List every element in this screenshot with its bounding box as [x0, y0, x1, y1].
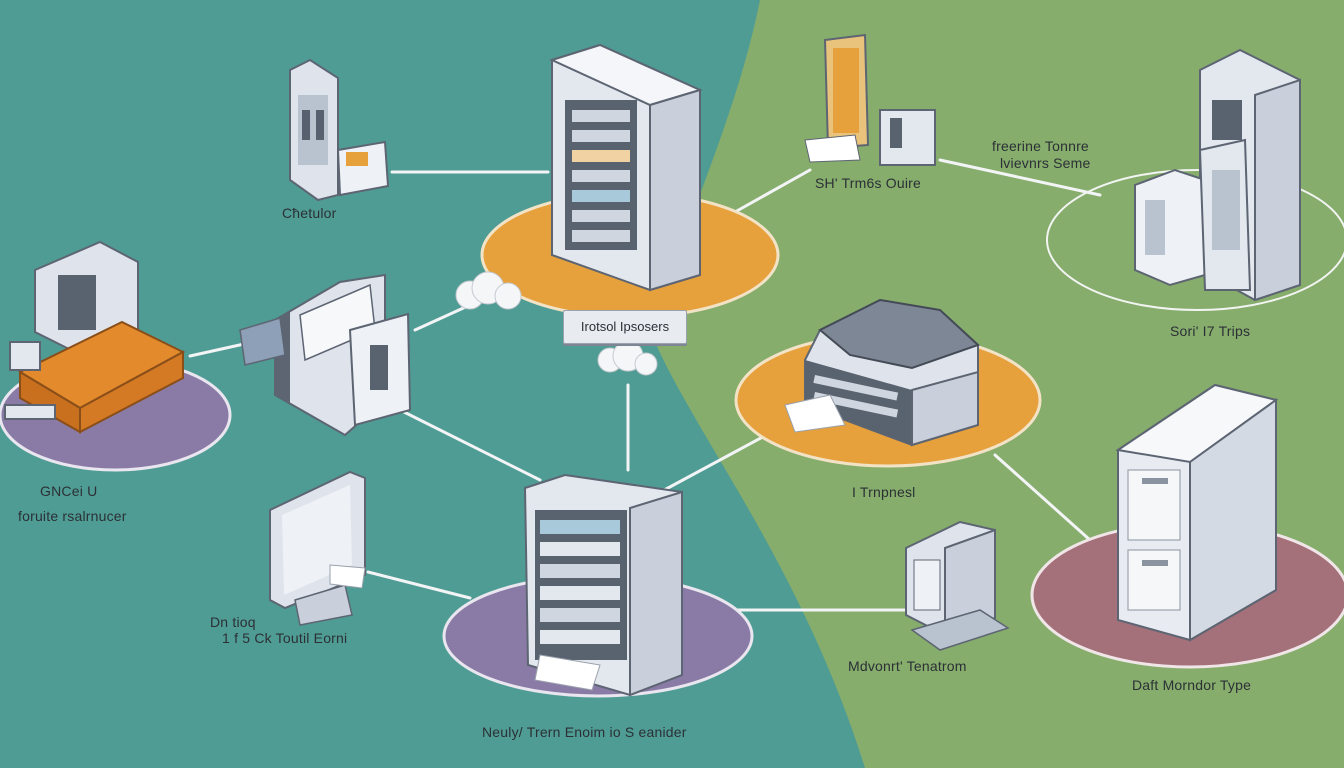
tablet-icon [289, 58, 390, 202]
caption-bottom-mid-right: Mdvonrt' Tenatrom [848, 658, 967, 674]
cloud-icon [455, 271, 658, 376]
caption-center-right: I Trnpnesl [852, 484, 916, 500]
server-cluster-icon [1134, 48, 1301, 302]
server-rack-icon [549, 43, 703, 292]
caption-right-1: Sori' I7 Trips [1170, 323, 1251, 339]
small-server-icon [905, 520, 1010, 651]
caption-bottom-center: Neuly/ Trern Enoim io S eanider [482, 724, 687, 740]
computer-tower-icon [1115, 383, 1279, 642]
caption-top-left: Cħetulor [282, 205, 337, 221]
phone-device-icon [804, 33, 936, 166]
caption-left-2: foruite rsalrnucer [18, 508, 127, 524]
switch-icon [239, 273, 412, 437]
caption-left-1: GNCei U [40, 483, 98, 499]
caption-top-right-2: lvievnrs Seme [1000, 155, 1091, 171]
platform-outline-right [1046, 169, 1344, 311]
monitor-icon [269, 470, 366, 626]
caption-top-center: SH' Trm6s Ouire [815, 175, 922, 191]
caption-bottom-left-1: Dn tioq [210, 614, 256, 630]
caption-top-right-1: freerine Tonnre [992, 138, 1089, 154]
caption-bottom-right: Daft Morndor Type [1132, 677, 1252, 693]
caption-bottom-left-2: 1 f 5 Ck Toutil Eorni [222, 630, 348, 646]
server-cabinet-icon [523, 473, 683, 697]
center-tag: Irotsol Ipsosers [563, 310, 687, 344]
router-icon [4, 240, 186, 434]
printer-icon [784, 298, 980, 447]
